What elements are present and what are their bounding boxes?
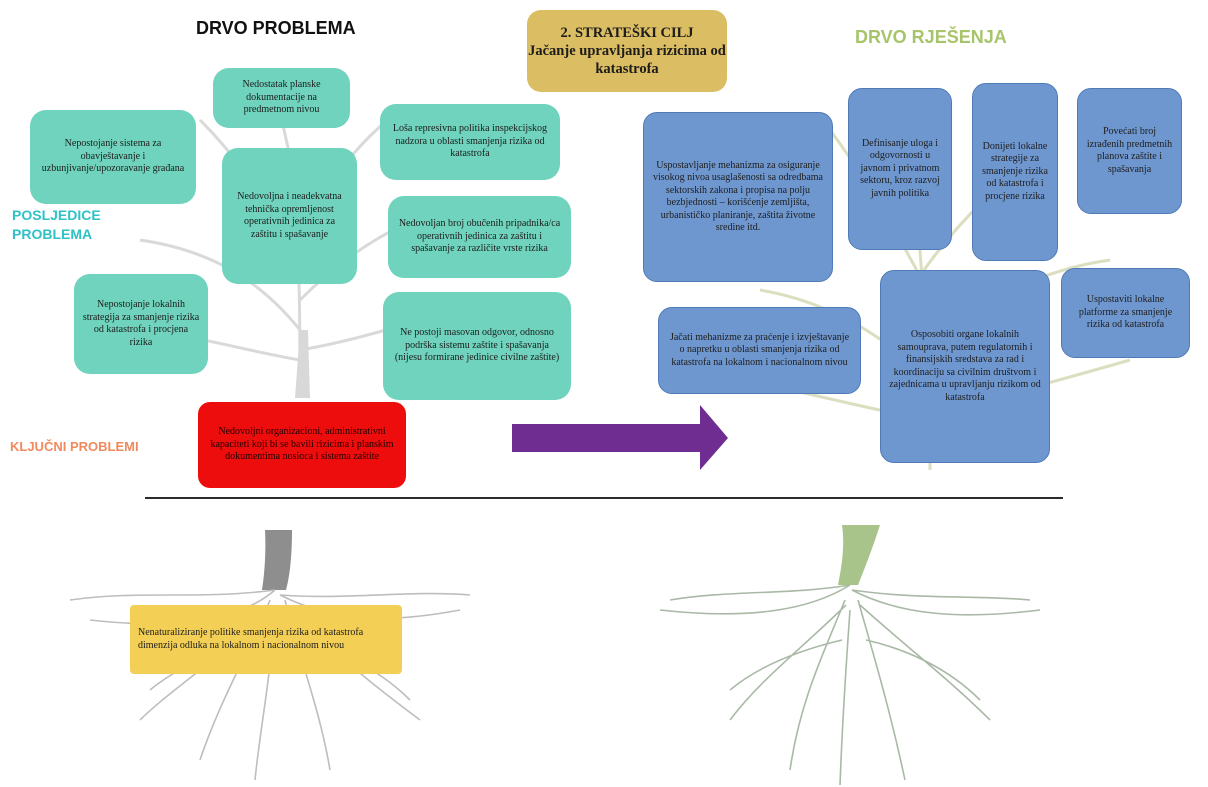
consequence-box: Nedostatak planske dokumentacije na pred… bbox=[213, 68, 350, 128]
consequences-label: POSLJEDICE PROBLEMA bbox=[12, 207, 101, 242]
solution-box: Jačati mehanizme za praćenje i izvještav… bbox=[658, 307, 861, 394]
solution-box: Definisanje uloga i odgovornosti u javno… bbox=[848, 88, 952, 250]
strategic-goal-box: 2. STRATEŠKI CILJ Jačanje upravljanja ri… bbox=[527, 10, 727, 92]
consequence-box: Ne postoji masovan odgovor, odnosno podr… bbox=[383, 292, 571, 400]
consequence-box: Nepostojanje lokalnih strategija za sman… bbox=[74, 274, 208, 374]
solution-box: Uspostavljanje mehanizma za osiguranje v… bbox=[643, 112, 833, 282]
transition-arrow bbox=[512, 405, 728, 470]
solution-roots-illustration bbox=[659, 525, 1041, 786]
solution-box: Osposobiti organe lokalnih samouprava, p… bbox=[880, 270, 1050, 463]
key-problems-label: KLJUČNI PROBLEMI bbox=[10, 439, 139, 454]
solution-box: Donijeti lokalne strategije za smanjenje… bbox=[972, 83, 1058, 261]
strategic-goal-text: Jačanje upravljanja rizicima od katastro… bbox=[528, 43, 726, 77]
solution-box: Uspostaviti lokalne platforme za smanjen… bbox=[1061, 268, 1190, 358]
consequence-box: Nedovoljan broj obučenih pripadnika/ca o… bbox=[388, 196, 571, 278]
consequence-box: Nedovoljna i neadekvatna tehnička opreml… bbox=[222, 148, 357, 284]
key-problem-box: Nedovoljni organizacioni, administrativn… bbox=[198, 402, 406, 488]
solution-box: Povećati broj izrađenih predmetnih plano… bbox=[1077, 88, 1182, 214]
strategic-goal-number: 2. STRATEŠKI CILJ bbox=[560, 25, 694, 41]
root-cause-box: Nenaturaliziranje politike smanjenja riz… bbox=[130, 605, 402, 674]
solution-tree-title: DRVO RJEŠENJA bbox=[855, 27, 1007, 47]
problem-tree-title: DRVO PROBLEMA bbox=[196, 18, 356, 38]
consequence-box: Loša represivna politika inspekcijskog n… bbox=[380, 104, 560, 180]
consequence-box: Nepostojanje sistema za obavještavanje i… bbox=[30, 110, 196, 204]
